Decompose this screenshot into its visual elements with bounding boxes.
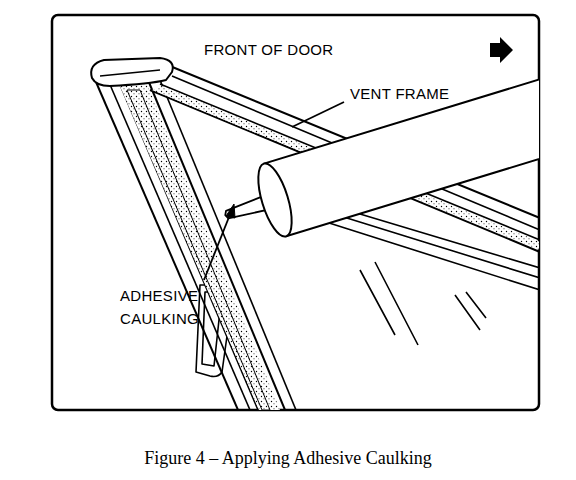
leader-arrowhead [226,204,235,218]
figure-caption: Figure 4 – Applying Adhesive Caulking [10,448,566,469]
direction-label: FRONT OF DOOR [204,38,484,61]
leader-line [204,212,231,280]
part-label: VENT FRAME [350,82,500,105]
part-label: ADHESIVE CAULKING [120,284,220,330]
leader-line [292,102,344,127]
vent-frame-drawing [91,58,539,410]
direction-arrow [490,37,513,63]
